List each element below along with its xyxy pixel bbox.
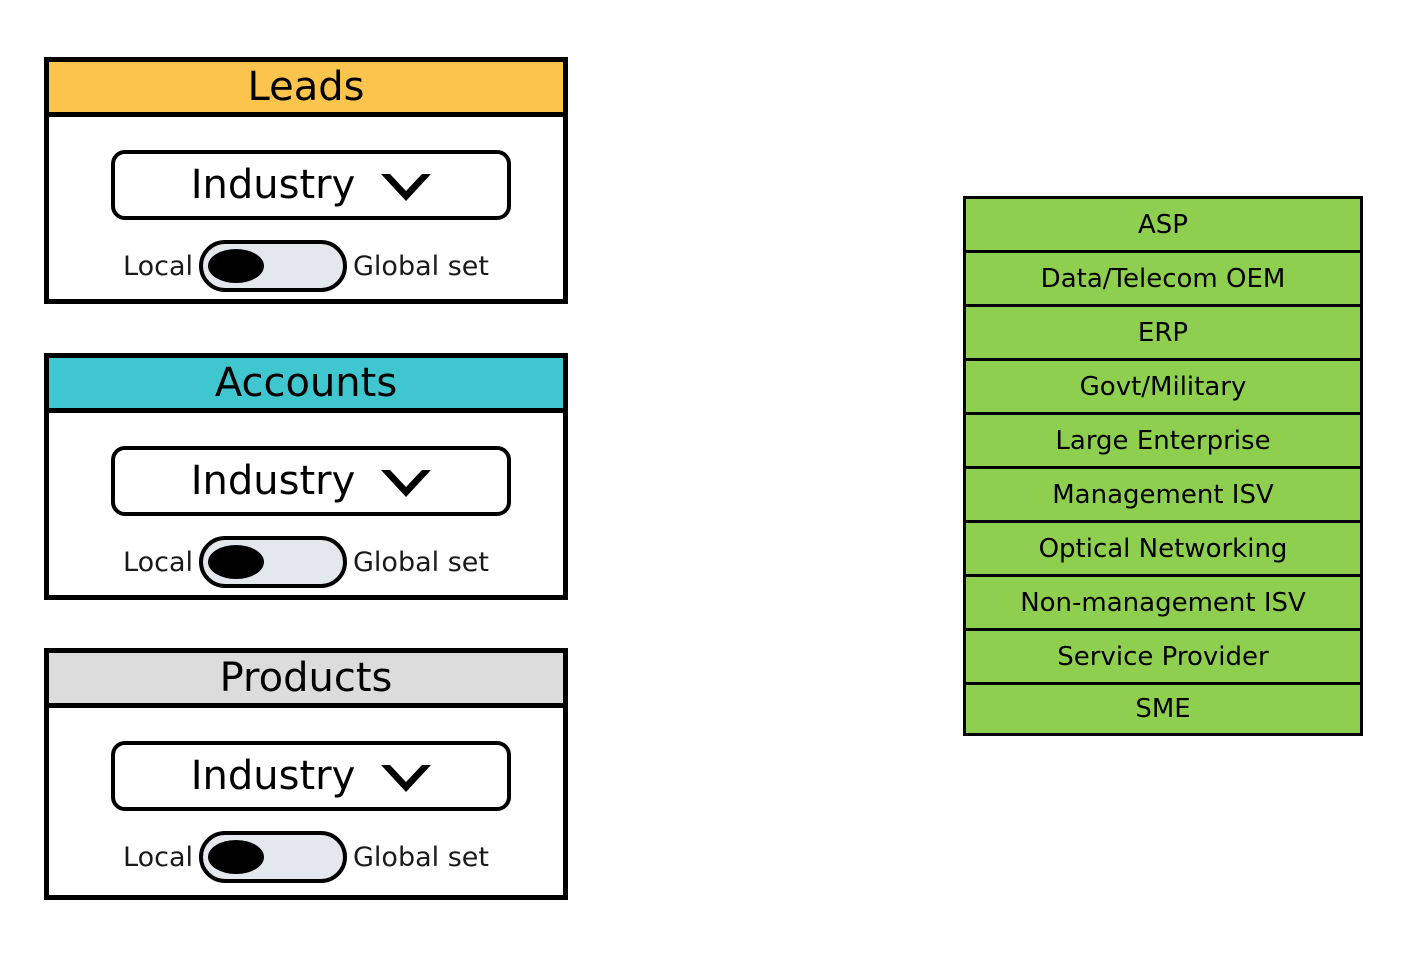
option-list-item[interactable]: ASP — [963, 196, 1363, 250]
option-list-item[interactable]: Service Provider — [963, 628, 1363, 682]
card-leads: Leads Industry Local Global set — [44, 57, 568, 304]
leads-scope-toggle[interactable] — [199, 240, 347, 292]
card-accounts: Accounts Industry Local Global set — [44, 353, 568, 600]
card-leads-body: Industry Local Global set — [49, 117, 563, 294]
products-scope-toggle[interactable] — [199, 831, 347, 883]
option-list-item[interactable]: Govt/Military — [963, 358, 1363, 412]
products-scope-toggle-row: Local Global set — [49, 831, 563, 883]
products-toggle-right-label: Global set — [353, 841, 489, 873]
leads-industry-dropdown[interactable]: Industry — [111, 150, 511, 220]
products-toggle-left-label: Local — [123, 841, 193, 873]
option-list-item[interactable]: ERP — [963, 304, 1363, 358]
chevron-down-icon — [381, 173, 432, 201]
accounts-scope-toggle-row: Local Global set — [49, 536, 563, 588]
leads-toggle-left-label: Local — [123, 250, 193, 282]
leads-toggle-right-label: Global set — [353, 250, 489, 282]
card-leads-title: Leads — [49, 62, 563, 117]
leads-scope-toggle-knob — [208, 249, 264, 283]
chevron-down-icon — [381, 764, 432, 792]
card-products-title: Products — [49, 653, 563, 708]
option-list-item[interactable]: Optical Networking — [963, 520, 1363, 574]
leads-scope-toggle-row: Local Global set — [49, 240, 563, 292]
chevron-down-icon — [381, 469, 432, 497]
products-industry-dropdown[interactable]: Industry — [111, 741, 511, 811]
products-industry-dropdown-label: Industry — [190, 753, 356, 799]
option-list-item[interactable]: Non-management ISV — [963, 574, 1363, 628]
accounts-scope-toggle[interactable] — [199, 536, 347, 588]
accounts-industry-dropdown-label: Industry — [190, 458, 356, 504]
option-list-item[interactable]: SME — [963, 682, 1363, 736]
card-products-body: Industry Local Global set — [49, 708, 563, 890]
option-list-item[interactable]: Large Enterprise — [963, 412, 1363, 466]
card-accounts-title: Accounts — [49, 358, 563, 413]
leads-industry-dropdown-label: Industry — [190, 162, 356, 208]
products-scope-toggle-knob — [208, 840, 264, 874]
accounts-toggle-left-label: Local — [123, 546, 193, 578]
accounts-industry-dropdown[interactable]: Industry — [111, 446, 511, 516]
accounts-toggle-right-label: Global set — [353, 546, 489, 578]
card-products: Products Industry Local Global set — [44, 648, 568, 900]
card-accounts-body: Industry Local Global set — [49, 413, 563, 590]
option-list-item[interactable]: Management ISV — [963, 466, 1363, 520]
accounts-scope-toggle-knob — [208, 545, 264, 579]
option-list-item[interactable]: Data/Telecom OEM — [963, 250, 1363, 304]
